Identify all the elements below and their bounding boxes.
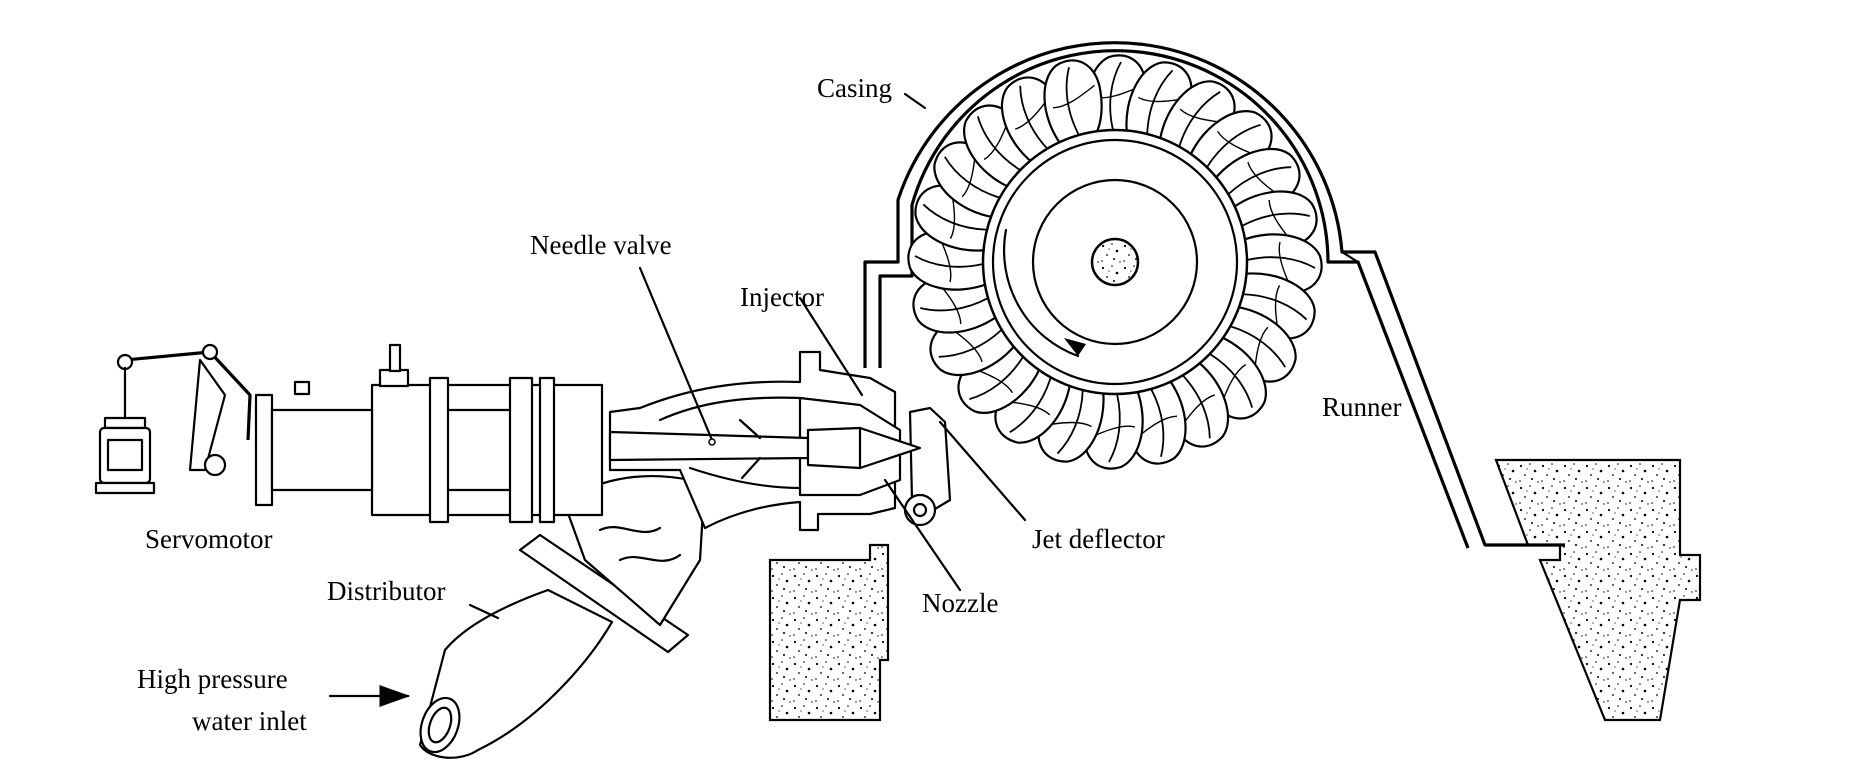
label-injector: Injector (740, 282, 824, 312)
jet-deflector (903, 406, 952, 527)
labels: Casing Needle valve Injector Runner Serv… (137, 73, 1401, 736)
injector-body (608, 350, 922, 532)
label-servomotor: Servomotor (145, 524, 273, 554)
needle-tip (806, 426, 922, 470)
leader-casing (903, 92, 927, 110)
label-distributor: Distributor (327, 576, 446, 606)
leader-injector (798, 296, 864, 397)
casing (863, 41, 1565, 549)
leader-jet-deflector (938, 420, 1027, 522)
foundation-left (768, 543, 890, 722)
rotation-arrowhead (1064, 338, 1086, 356)
runner-buckets (907, 54, 1323, 470)
label-needle-valve: Needle valve (530, 230, 672, 260)
leader-needle-valve (638, 266, 714, 442)
runner-hub-ring (1031, 178, 1199, 346)
leader-nozzle (883, 478, 962, 592)
label-jet-deflector: Jet deflector (1032, 524, 1165, 554)
needle-valve-stem (608, 430, 810, 462)
leader-distributor (468, 603, 500, 620)
runner-bucket (1043, 59, 1103, 146)
servomotor (94, 343, 604, 524)
runner-shaft (1090, 237, 1140, 287)
rotation-arrow (1003, 228, 1080, 358)
foundation-right (1494, 458, 1702, 722)
label-casing: Casing (817, 73, 892, 103)
label-nozzle: Nozzle (922, 588, 998, 618)
label-runner: Runner (1322, 392, 1401, 422)
leader-lines (328, 92, 1027, 707)
runner (907, 54, 1323, 470)
label-inlet-line2: water inlet (192, 706, 307, 736)
label-inlet-line1: High pressure (137, 664, 288, 694)
